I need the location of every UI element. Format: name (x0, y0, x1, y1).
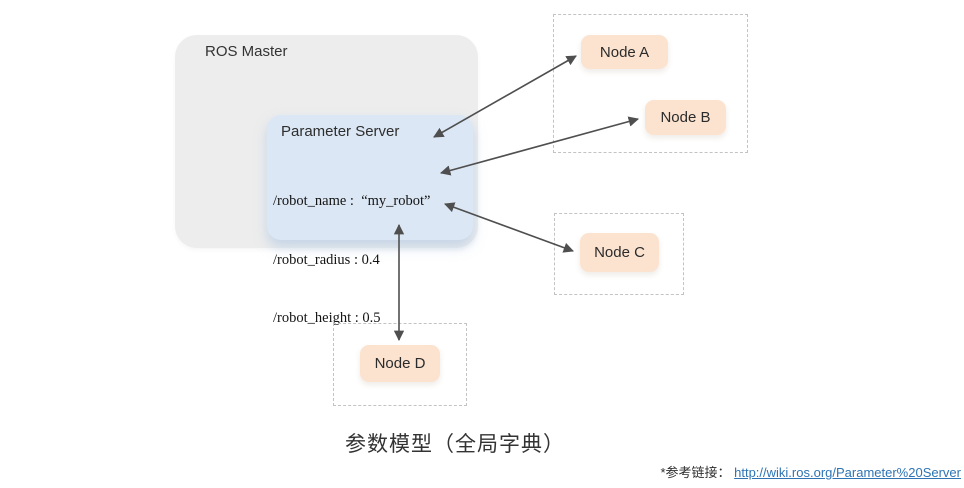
parameter-list: /robot_name : “my_robot” /robot_radius :… (273, 153, 430, 368)
reference-link[interactable]: http://wiki.ros.org/Parameter%20Server (734, 465, 961, 480)
node-b-label: Node B (660, 109, 711, 126)
parameter-server-label: Parameter Server (281, 123, 400, 140)
diagram-caption: 参数模型（全局字典） (345, 433, 565, 456)
parameter-server-box: Parameter Server /robot_name : “my_robot… (267, 115, 473, 326)
node-c-box: Node C (580, 233, 659, 272)
parameter-robot-name: /robot_name : “my_robot” (273, 193, 431, 209)
footnote: *参考链接： http://wiki.ros.org/Parameter%20S… (660, 462, 961, 481)
node-c-label: Node C (594, 244, 645, 261)
node-b-box: Node B (645, 100, 726, 135)
node-a-box: Node A (581, 35, 668, 69)
parameter-robot-height: /robot_height : 0.5 (273, 310, 381, 326)
ros-master-label: ROS Master (205, 43, 288, 60)
node-a-label: Node A (599, 43, 650, 61)
parameter-robot-radius: /robot_radius : 0.4 (273, 251, 380, 268)
node-d-box: Node D (360, 345, 440, 382)
footnote-prefix: *参考链接： (660, 465, 731, 480)
node-d-label: Node D (374, 355, 426, 372)
dashed-group-node-c (554, 213, 684, 295)
